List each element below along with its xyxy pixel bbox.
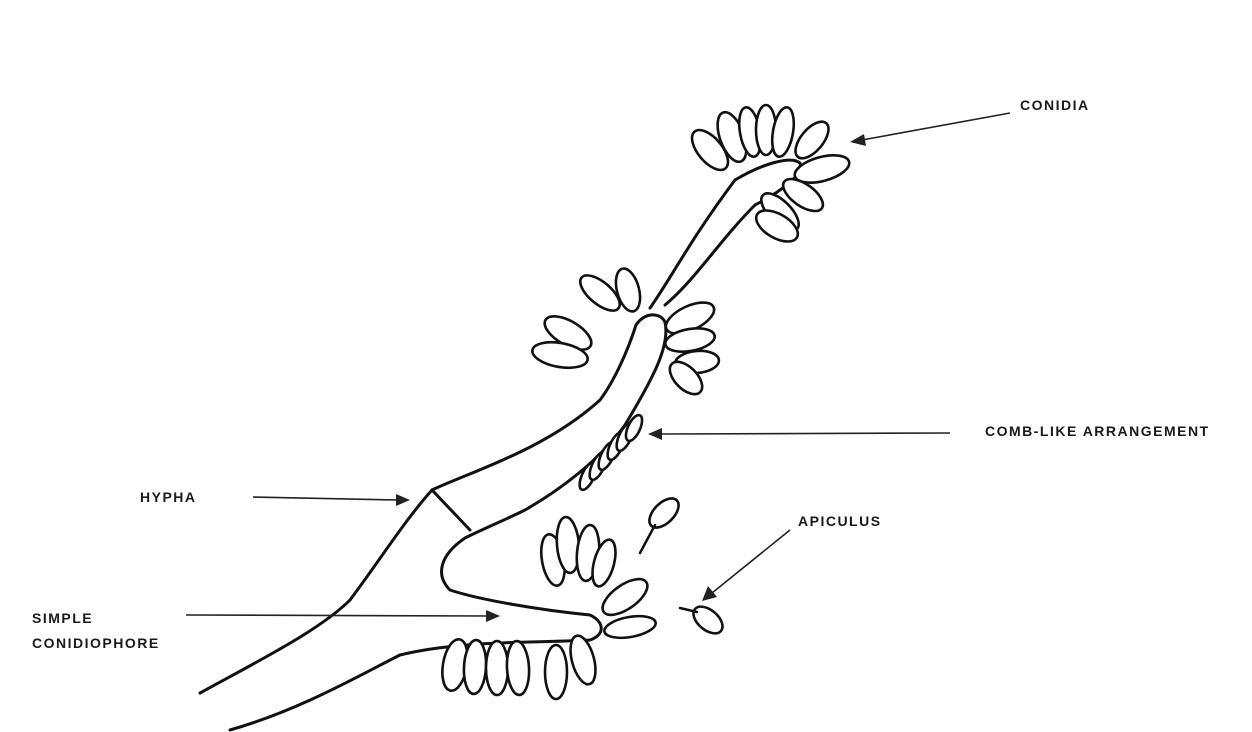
arrow-simple-conidiophore	[186, 610, 500, 622]
label-conidia: CONIDIA	[1020, 94, 1090, 116]
label-simple: SIMPLE	[32, 607, 93, 629]
arrow-apiculus	[702, 530, 790, 601]
apiculus-conidium	[680, 601, 727, 638]
conidia-cluster-middle	[530, 266, 720, 400]
detached-conidium	[640, 493, 684, 553]
arrow-conidia	[850, 113, 1010, 146]
label-hypha: HYPHA	[140, 486, 197, 508]
conidia-cluster-bottom	[439, 516, 658, 699]
label-apiculus: APICULUS	[798, 510, 882, 532]
conidia-cluster-top	[685, 105, 852, 248]
label-comb-like-arrangement: COMB-LIKE ARRANGEMENT	[985, 420, 1210, 442]
label-conidiophore: CONIDIOPHORE	[32, 632, 160, 654]
arrow-comb	[648, 428, 950, 440]
comb-like-arrangement	[576, 413, 645, 492]
arrow-hypha	[253, 494, 410, 506]
